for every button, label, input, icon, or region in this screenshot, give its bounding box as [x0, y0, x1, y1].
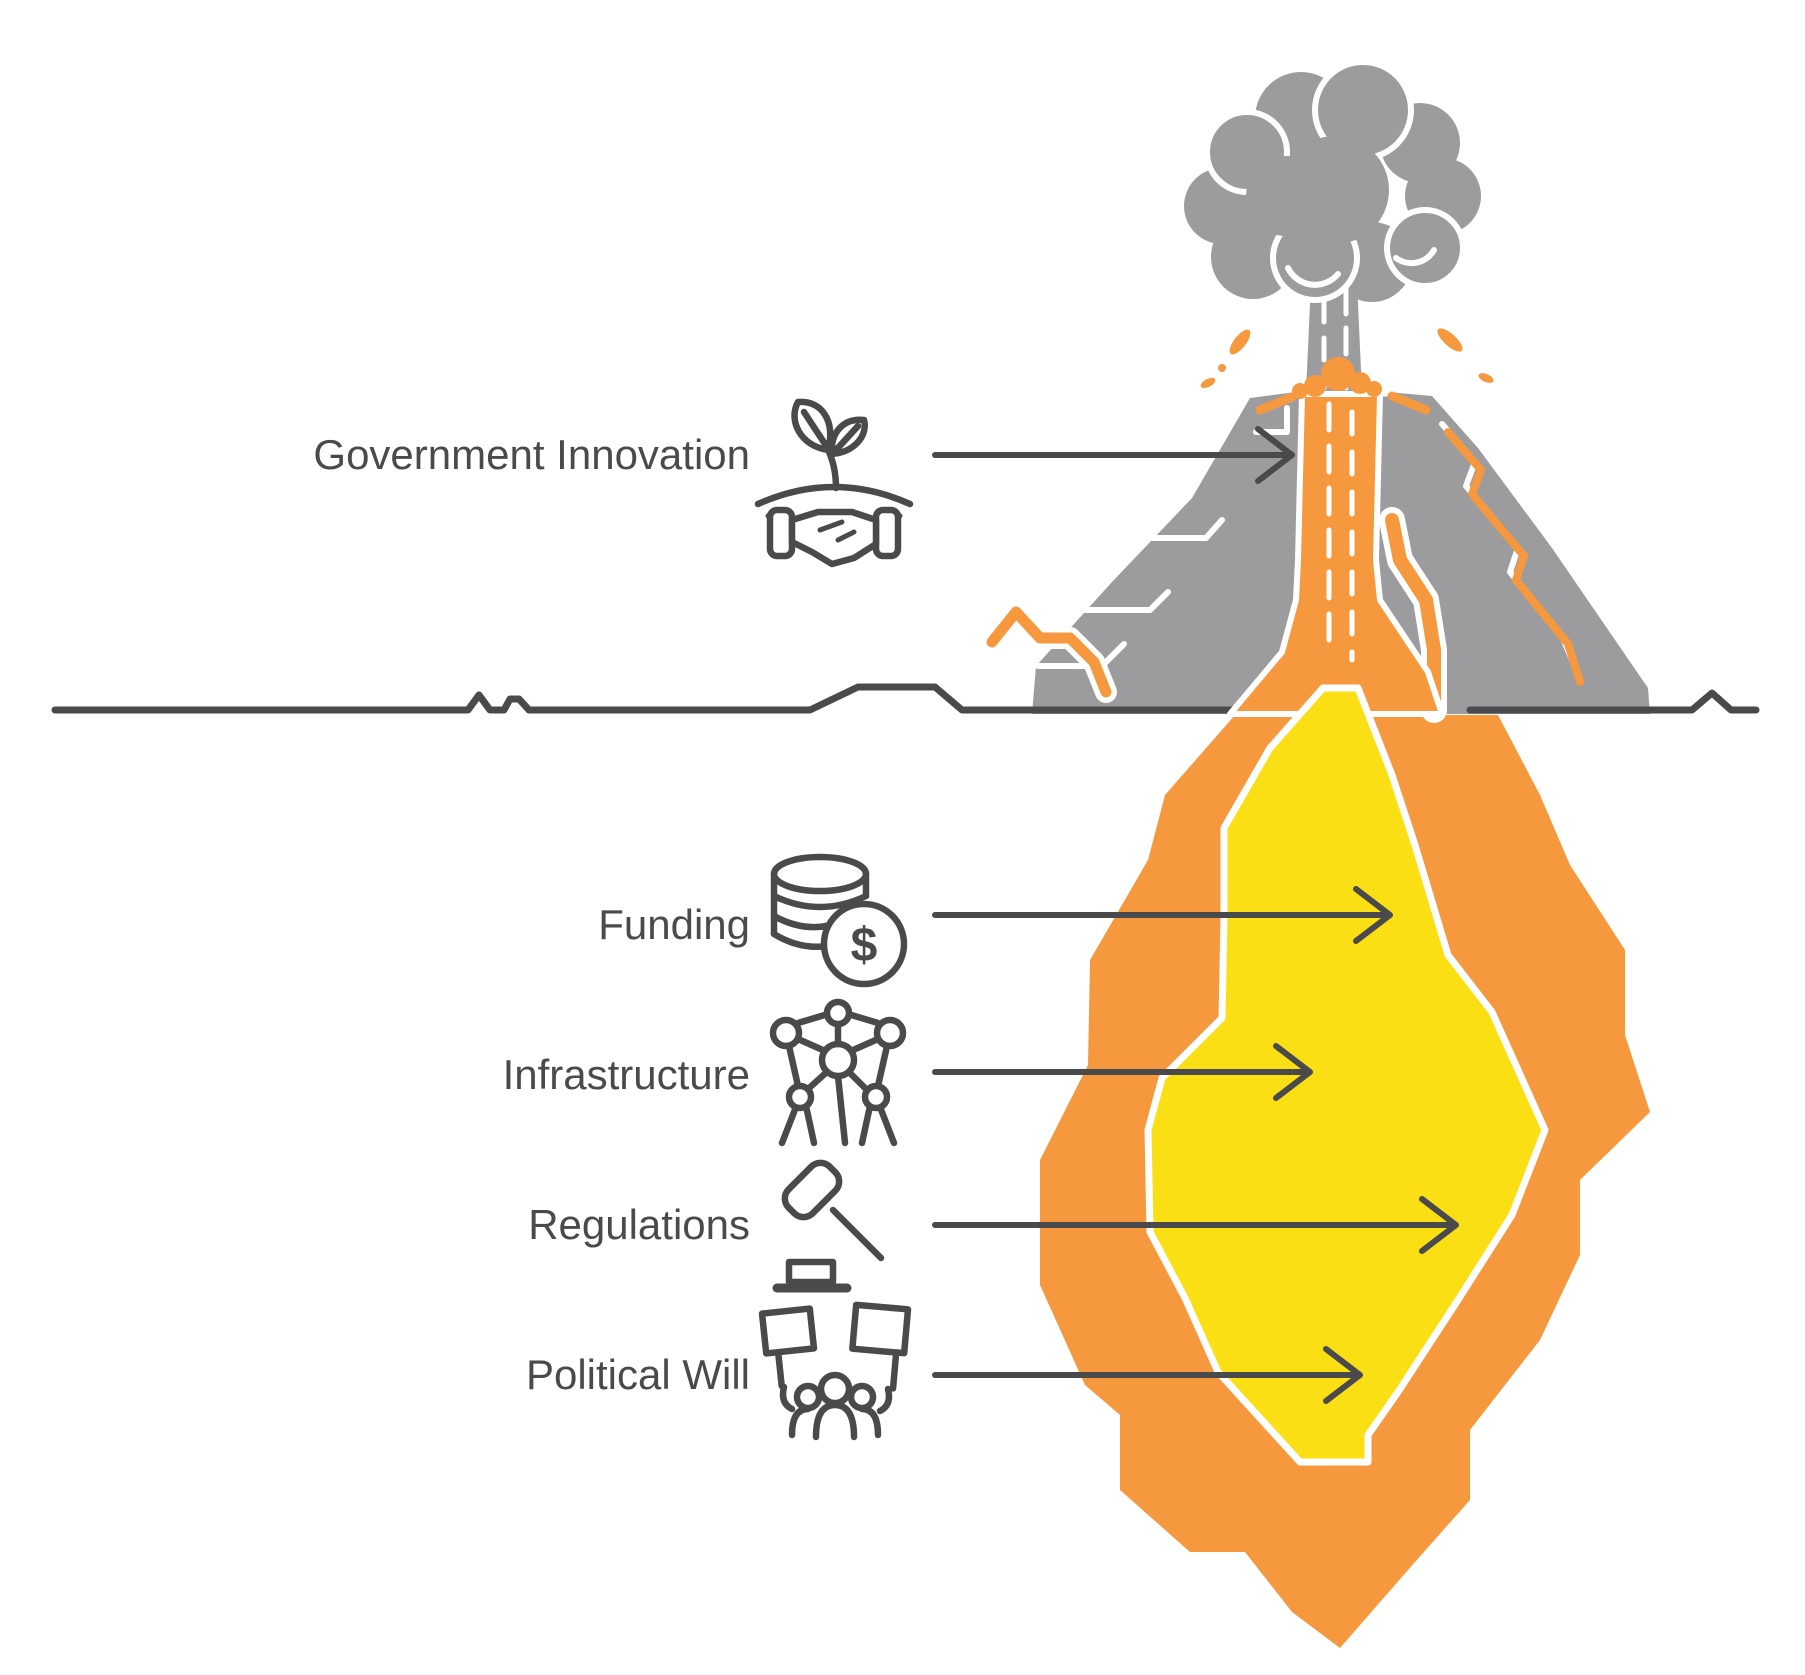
- cloud-puff-outlined: [1384, 207, 1466, 289]
- crater-spill-lines: [1255, 391, 1431, 415]
- coins-dollar-icon: $: [770, 853, 908, 988]
- label-government-innovation: Government Innovation: [313, 431, 750, 478]
- smoke-cloud: [1184, 59, 1481, 303]
- lava-flows: [986, 513, 1441, 717]
- sprout-handshake-icon: [754, 398, 914, 568]
- gavel-icon: [772, 1159, 885, 1293]
- ground-line: [51, 683, 1760, 714]
- lava-splashes: [1200, 328, 1494, 389]
- lava-conduit: [1227, 391, 1445, 717]
- arrows: [932, 426, 1459, 1404]
- arrow-funding: [932, 886, 1393, 944]
- label-political-will: Political Will: [526, 1351, 750, 1398]
- right-crack-lava: [1444, 428, 1584, 686]
- left-lava-flow: [986, 606, 1112, 698]
- arrow-regulations: [932, 1196, 1459, 1254]
- right-lava-flow: [1385, 513, 1441, 717]
- labels: Government Innovation Funding Infrastruc…: [313, 431, 750, 1398]
- arrow-political-will: [932, 1346, 1363, 1404]
- label-regulations: Regulations: [528, 1201, 750, 1248]
- cloud-detail-arc: [1285, 265, 1341, 288]
- protest-crowd-icon: [758, 1301, 912, 1441]
- label-funding: Funding: [598, 901, 750, 948]
- atomium-network-icon: [769, 998, 907, 1147]
- cloud-detail-arc: [1393, 247, 1437, 267]
- ground-line-left: [51, 683, 1240, 714]
- arrow-government-innovation: [932, 426, 1295, 484]
- dollar-glyph: $: [851, 919, 878, 972]
- magma-chamber-inner: [1144, 684, 1549, 1466]
- conduit-dashes: [1326, 401, 1355, 663]
- crater-lava: [1292, 357, 1382, 399]
- ground-line-right: [1466, 689, 1760, 714]
- label-infrastructure: Infrastructure: [503, 1051, 750, 1098]
- arrow-infrastructure: [932, 1043, 1313, 1101]
